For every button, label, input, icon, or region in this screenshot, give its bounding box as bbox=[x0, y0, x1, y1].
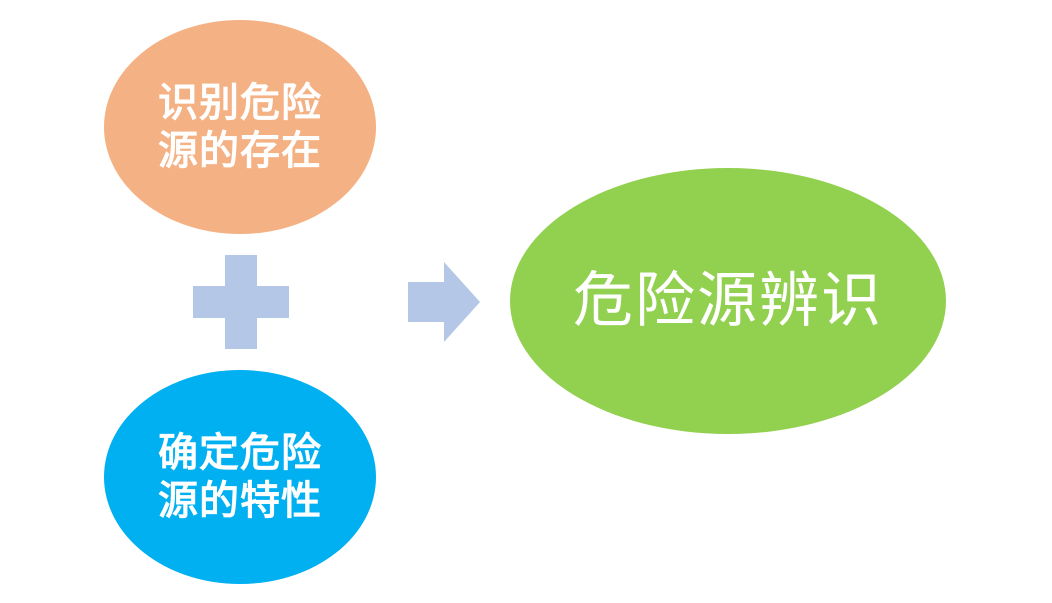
node-identify-label: 识别危险源的存在 bbox=[158, 80, 322, 174]
node-determine-hazard-characteristics: 确定危险源的特性 bbox=[104, 370, 376, 584]
arrow-right-icon bbox=[408, 262, 480, 342]
arrow-right-icon-shape bbox=[408, 262, 480, 342]
node-identify-hazard-existence: 识别危险源的存在 bbox=[104, 20, 376, 234]
plus-icon-vertical-bar bbox=[225, 255, 257, 349]
plus-icon bbox=[193, 255, 289, 349]
node-result-label: 危险源辨识 bbox=[573, 266, 883, 336]
node-hazard-identification-result: 危险源辨识 bbox=[510, 168, 946, 434]
node-determine-label: 确定危险源的特性 bbox=[158, 430, 322, 524]
